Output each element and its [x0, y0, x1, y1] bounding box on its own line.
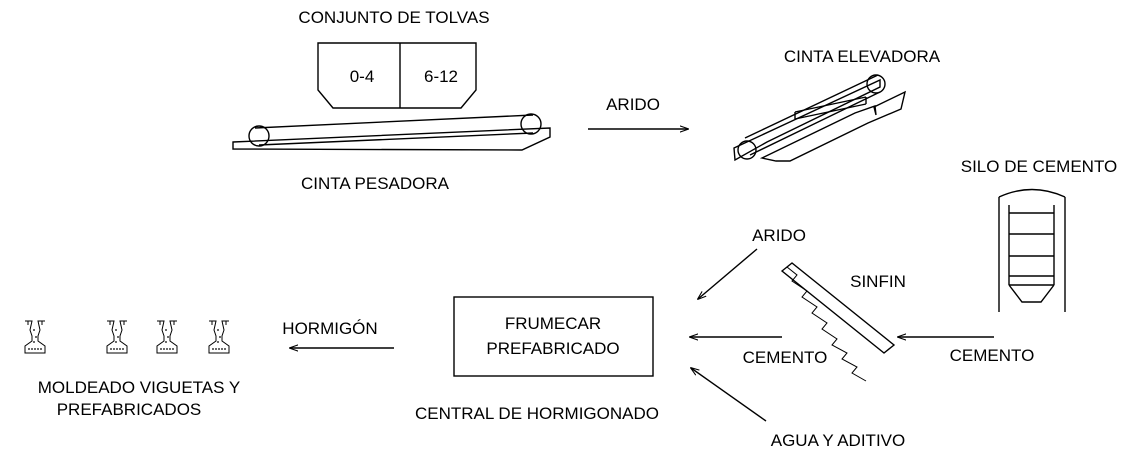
hoppers-title: CONJUNTO DE TOLVAS [298, 8, 489, 27]
cement-silo-label: SILO DE CEMENTO [961, 157, 1118, 176]
screw-conveyor: SINFIN [780, 262, 906, 382]
joist-profile [106, 320, 128, 354]
concrete-label: HORMIGÓN [282, 319, 377, 338]
hopper-assembly: CONJUNTO DE TOLVAS 0-4 6-12 [298, 8, 490, 109]
water-additive-arrow [691, 368, 767, 422]
batching-plant-box: FRUMECAR PREFABRICADO [453, 296, 654, 377]
hopper-right-label: 6-12 [424, 67, 458, 86]
aggregate-label-top: ARIDO [606, 95, 660, 114]
aggregate-label-mid: ARIDO [752, 226, 806, 245]
batching-plant-label: CENTRAL DE HORMIGONADO [415, 404, 659, 423]
plant-label-line2: PREFABRICADO [486, 339, 619, 358]
molding-label-line1: MOLDEADO VIGUETAS Y [38, 378, 240, 397]
cement-silo: SILO DE CEMENTO [961, 157, 1118, 312]
plant-label-line1: FRUMECAR [505, 314, 601, 333]
joist-profile [156, 320, 178, 354]
elevator-belt-label: CINTA ELEVADORA [784, 47, 941, 66]
aggregate-arrow-mid [698, 248, 758, 299]
molding-label-line2: PREFABRICADOS [57, 400, 202, 419]
cement-label-right: CEMENTO [950, 346, 1035, 365]
screw-label: SINFIN [850, 272, 906, 291]
water-additive-label: AGUA Y ADITIVO [771, 431, 905, 450]
weigh-belt-label: CINTA PESADORA [301, 174, 450, 193]
joist-profile [24, 320, 46, 354]
hopper-left-label: 0-4 [350, 67, 375, 86]
weigh-belt: CINTA PESADORA [232, 113, 551, 193]
elevator-belt: CINTA ELEVADORA [733, 47, 941, 162]
cement-label-left: CEMENTO [743, 348, 828, 367]
joist-profile [208, 320, 230, 354]
